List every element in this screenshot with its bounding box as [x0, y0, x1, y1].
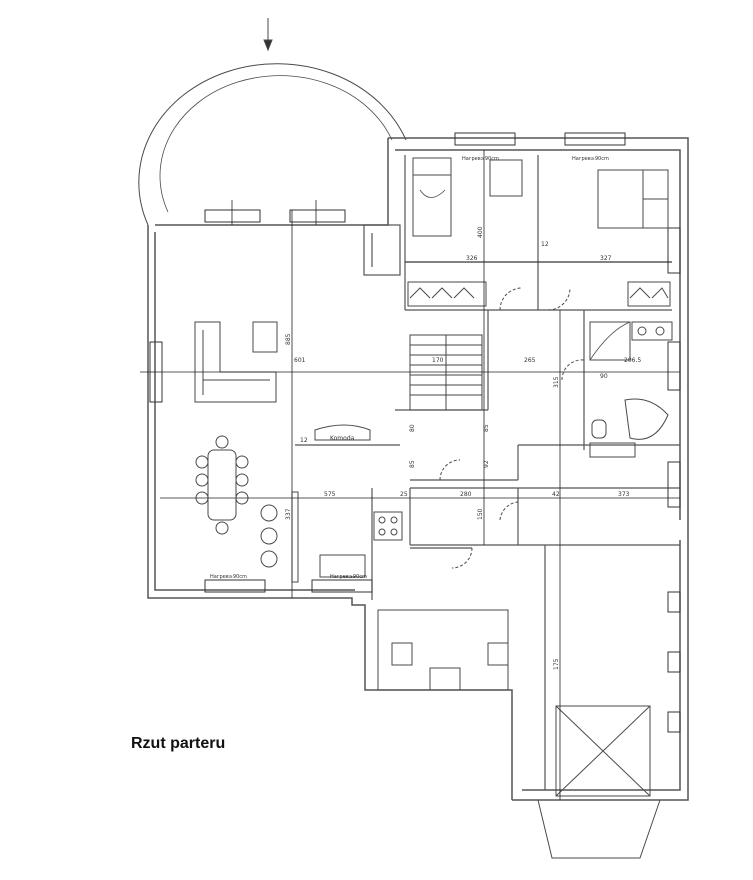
wardrobes: [407, 281, 671, 307]
label-window-note-2: Нагрев≥90cm: [572, 156, 609, 162]
dim-337: 337: [285, 508, 292, 520]
bed-left: [412, 157, 452, 237]
vestibule: [377, 609, 509, 691]
dim-80: 80: [409, 424, 416, 432]
dim-601: 601: [294, 357, 306, 364]
bathroom: [589, 321, 673, 458]
dim-326: 326: [466, 255, 478, 262]
dim-92: 92: [483, 460, 490, 468]
garage-box: [555, 705, 651, 797]
coffee-table: [252, 321, 278, 353]
interior-walls: [295, 155, 680, 790]
dim-885: 885: [285, 333, 292, 345]
dim-12-top: 12: [541, 241, 549, 248]
label-window-note-4: Нагрев≥90cm: [330, 574, 367, 580]
label-komoda: Komoda: [330, 435, 355, 442]
dim-315: 315: [553, 376, 560, 388]
dim-400: 400: [477, 226, 484, 238]
dim-12-mid: 12: [300, 437, 308, 444]
bar-counter: [291, 491, 299, 583]
dim-280: 280: [460, 491, 472, 498]
dim-175: 175: [553, 658, 560, 670]
dim-42: 42: [552, 491, 560, 498]
staircase: [409, 334, 483, 411]
dining-table: [195, 435, 249, 535]
terrace-arc: [138, 18, 407, 226]
windows: [149, 132, 681, 733]
dim-575: 575: [324, 491, 336, 498]
outer-walls: [147, 137, 689, 801]
dim-373: 373: [618, 491, 630, 498]
dim-265: 265: [524, 357, 536, 364]
dim-170: 170: [432, 357, 444, 364]
dim-206-5: 206.5: [624, 357, 641, 364]
dim-85-a: 85: [483, 424, 490, 432]
entrance-canopy: [537, 799, 661, 859]
bed-right: [597, 169, 669, 229]
round-stools: [260, 504, 278, 568]
dimension-lines: [140, 150, 680, 800]
dim-85-b: 85: [409, 460, 416, 468]
dresser: [314, 424, 371, 441]
label-window-note-1: Нагрев≥90cm: [462, 156, 499, 162]
dim-25: 25: [400, 491, 408, 498]
kitchen: [319, 511, 403, 578]
dim-90: 90: [600, 373, 608, 380]
door-swings: [439, 287, 585, 569]
desk: [489, 159, 523, 197]
dim-327: 327: [600, 255, 612, 262]
label-window-note-3: Нагрев≥90cm: [210, 574, 247, 580]
dim-150: 150: [477, 508, 484, 520]
drawing-title: Rzut parteru: [131, 735, 226, 752]
sofa: [194, 321, 277, 403]
